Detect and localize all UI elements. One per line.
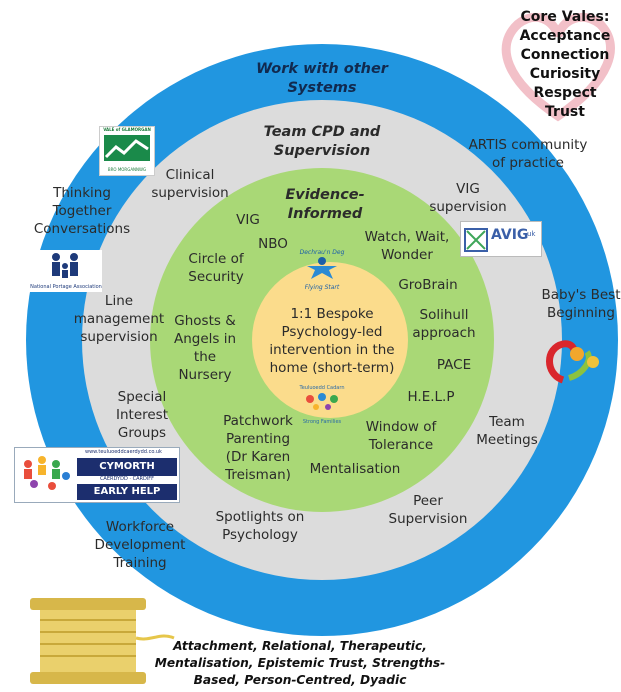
cymorth-cynnar-logo: www.teuluoeddcaerdydd.co.uk CYMORTH CYNN…: [14, 447, 180, 503]
vale-of-glamorgan-logo: VALE of GLAMORGAN BRO MORGANNWG: [99, 126, 155, 176]
core-values: Core Vales: Acceptance Connection Curios…: [510, 8, 620, 122]
special-interest-label: Special Interest Groups: [115, 389, 169, 441]
workforce-label: Workforce Development Training: [94, 519, 186, 571]
clinical-supervision-label: Clinical supervision: [151, 167, 229, 201]
core-values-title: Core Vales:: [520, 9, 610, 25]
babys-best-label: Baby's Best Beginning: [541, 287, 621, 321]
babys-best-logo: [543, 334, 613, 386]
thread-spool-icon: [30, 598, 175, 684]
outer-ring-title: Work with other Systems: [256, 61, 388, 96]
vig-label: VIG: [236, 212, 260, 228]
family-icon: [52, 253, 78, 278]
nbo-label: NBO: [258, 236, 288, 252]
national-portage-logo: National Portage Association: [30, 250, 102, 292]
spotlights-label: Spotlights on Psychology: [215, 509, 305, 543]
vig-supervision-label: VIG supervision: [429, 181, 507, 215]
aimh-mark-icon: [464, 228, 488, 252]
team-meetings-label: Team Meetings: [476, 414, 538, 448]
core-value: Acceptance: [519, 28, 611, 44]
ghosts-angels-label: Ghosts & Angels in the Nursery: [173, 313, 237, 383]
star-child-icon: [307, 257, 337, 279]
core-value: Respect: [533, 85, 597, 101]
children-icon: [24, 456, 70, 490]
circle-of-security-label: Circle of Security: [188, 251, 244, 285]
peer-supervision-label: Peer Supervision: [388, 493, 468, 527]
family-circle-icon: [306, 393, 338, 410]
heart-icon: [501, 12, 615, 122]
artis-label: ARTIS community of practice: [468, 137, 588, 171]
window-of-tolerance-label: Window of Tolerance: [365, 419, 437, 453]
middle-ring-title: Team CPD and Supervision: [263, 124, 381, 159]
mentalisation-label: Mentalisation: [309, 461, 401, 477]
wave-icon: [104, 135, 150, 161]
solihull-label: Solihull approach: [412, 307, 476, 341]
dechrau-deg-logo: Dechrau'n Deg Flying Start: [297, 249, 347, 291]
mother-baby-icon: [546, 340, 599, 384]
core-value: Connection: [520, 47, 610, 63]
core-value: Curiosity: [529, 66, 601, 82]
center-circle: [252, 262, 408, 418]
aimh-logo: AVIG uk: [460, 221, 542, 257]
core-value: Trust: [545, 104, 585, 120]
line-management-label: Line management supervision: [73, 293, 165, 345]
help-label: H.E.L.P: [407, 389, 455, 405]
approaches-text: Attachment, Relational, Therapeutic, Men…: [154, 639, 446, 687]
thinking-together-label: Thinking Together Conversations: [33, 185, 131, 237]
patchwork-parenting-label: Patchwork Parenting (Dr Karen Treisman): [223, 413, 293, 483]
grobrain-label: GroBrain: [398, 277, 458, 293]
watch-wait-wonder-label: Watch, Wait, Wonder: [364, 229, 450, 263]
pace-label: PACE: [436, 357, 472, 373]
inner-ring-title: Evidence- Informed: [285, 187, 365, 222]
teuluoedd-cadarn-logo: Teuluoedd Cadarn Strong Families: [296, 385, 348, 425]
center-text: 1:1 Bespoke Psychology-led intervention …: [269, 306, 395, 376]
